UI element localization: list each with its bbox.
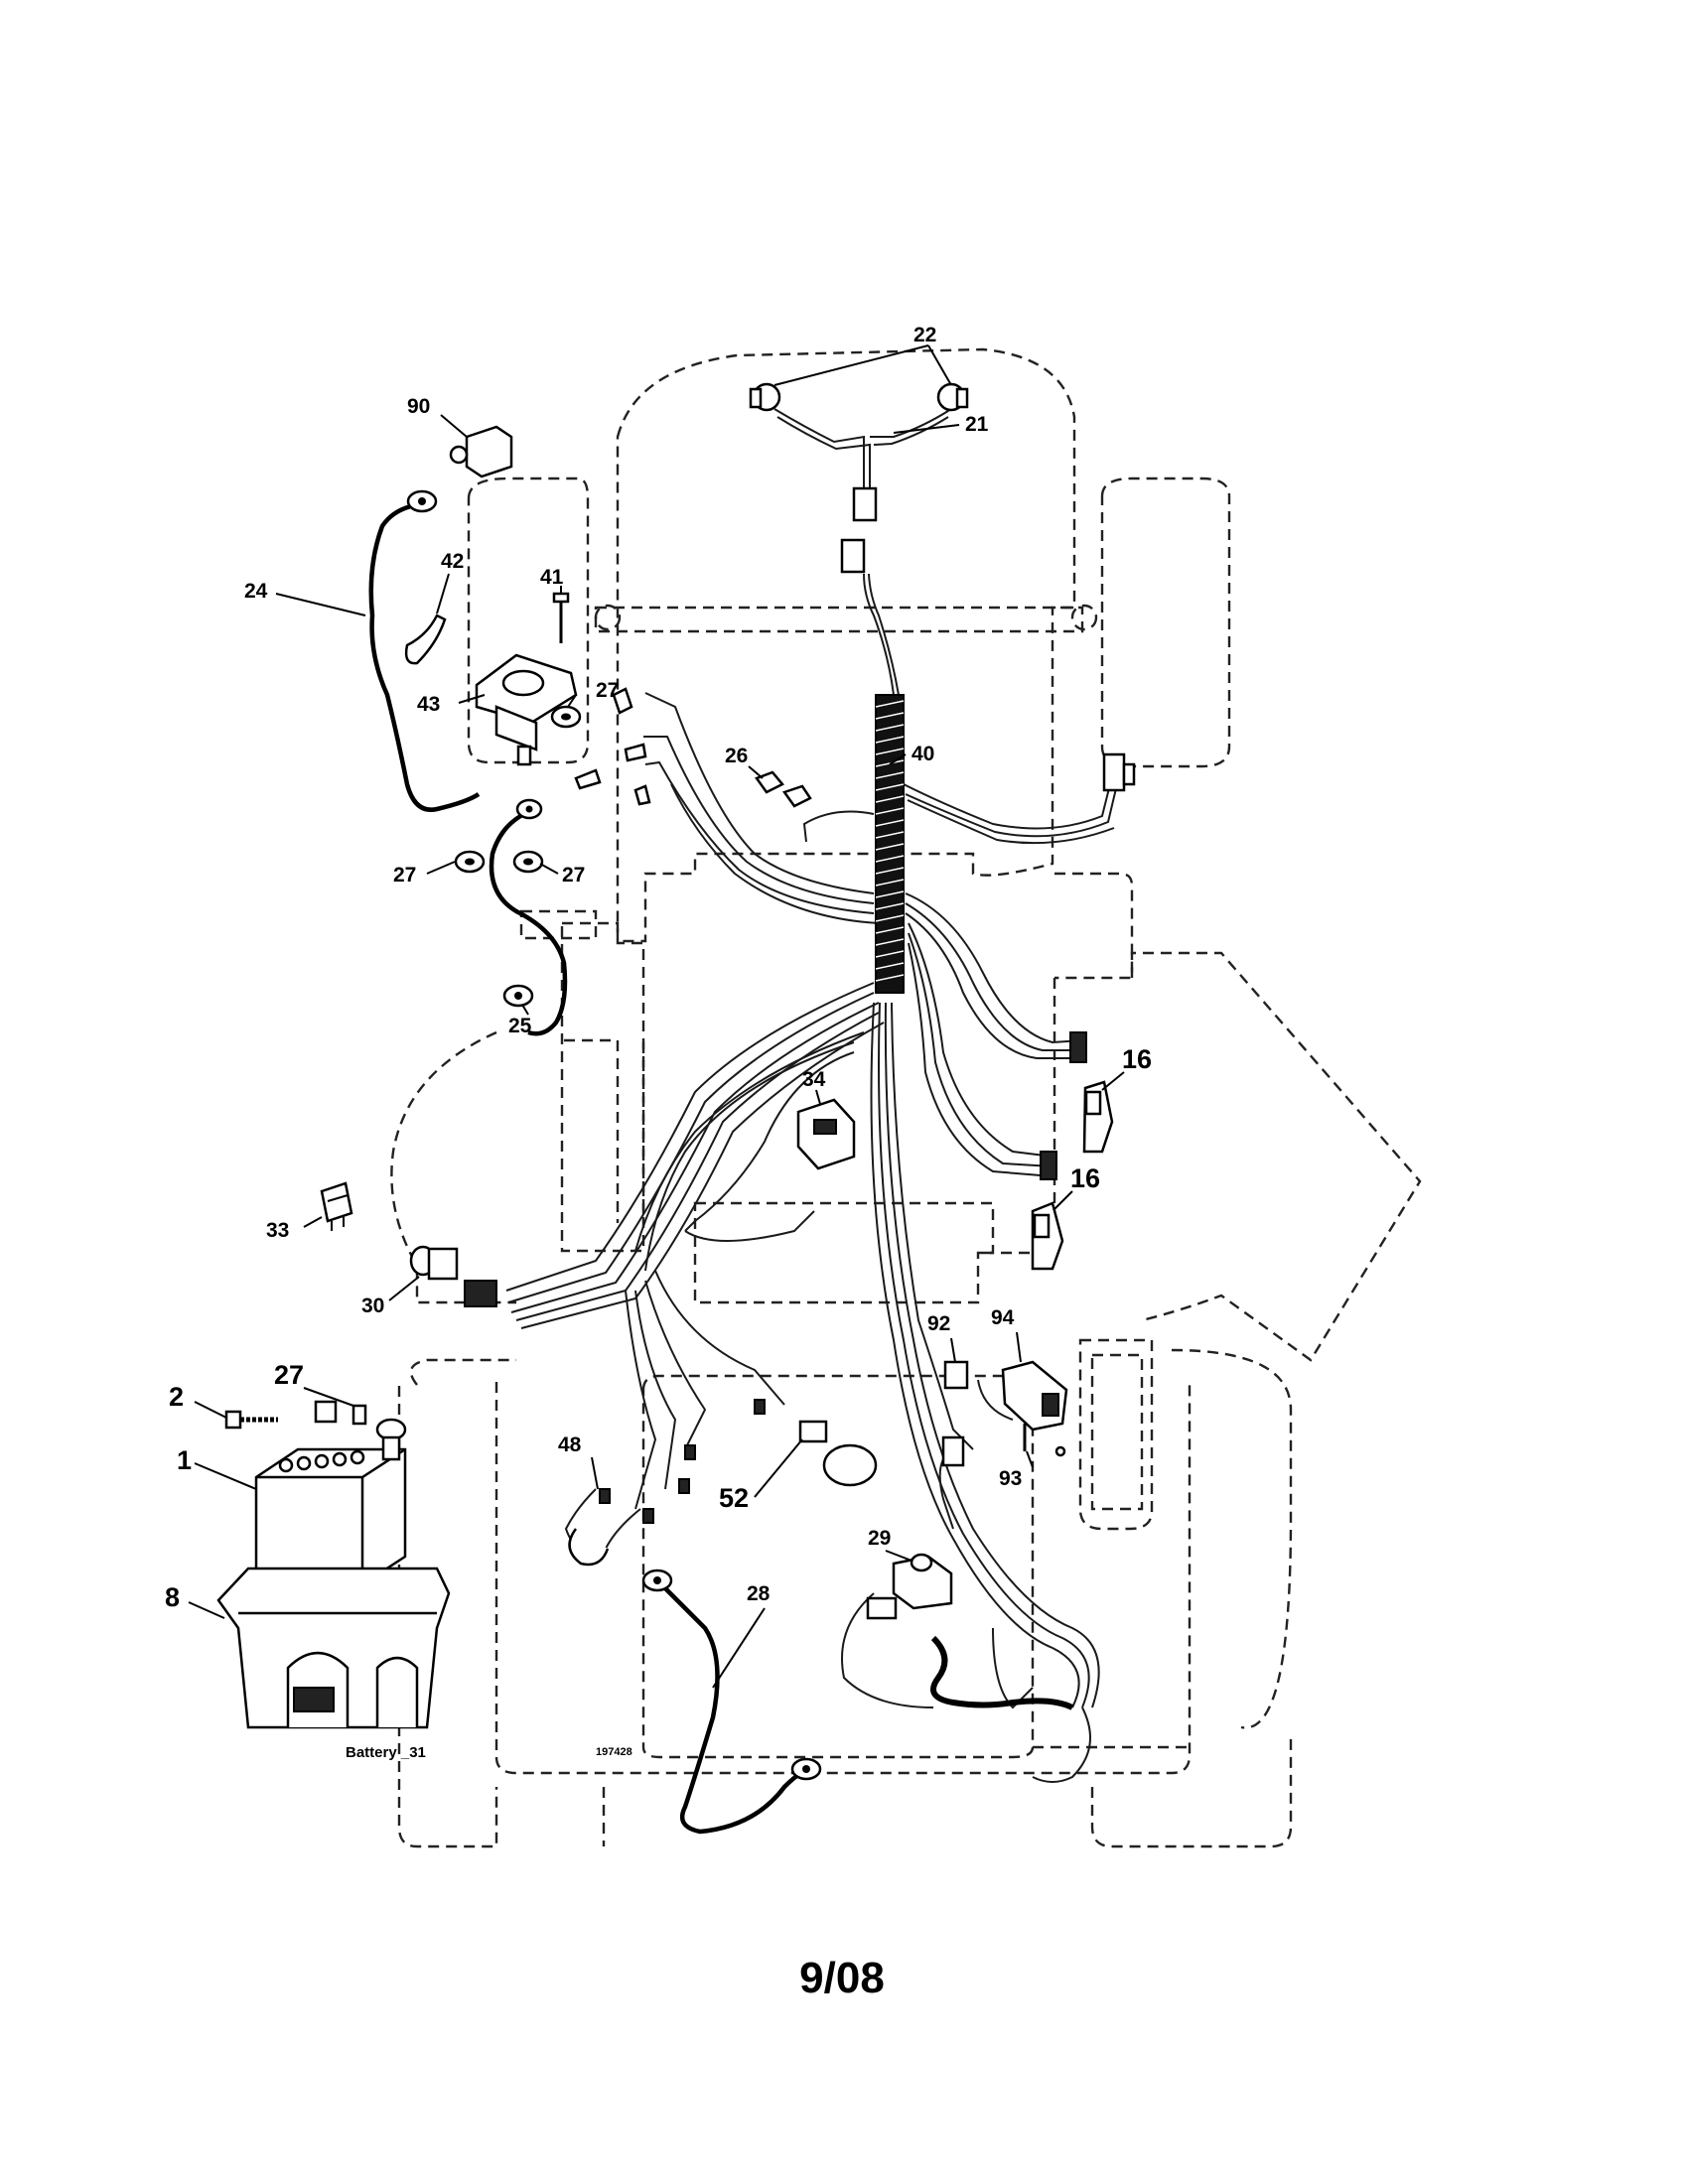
screw-93 bbox=[1023, 1424, 1066, 1457]
switches-16 bbox=[1031, 1080, 1114, 1271]
lamp-bulbs-48 bbox=[568, 1444, 696, 1567]
callout-30: 30 bbox=[361, 1295, 384, 1317]
callout-42: 42 bbox=[441, 550, 464, 573]
cable-24 bbox=[368, 489, 481, 812]
callout-90: 90 bbox=[407, 395, 430, 418]
nuts-27 bbox=[454, 705, 582, 874]
callout-28: 28 bbox=[747, 1582, 771, 1605]
callout-16-upper: 16 bbox=[1122, 1044, 1152, 1074]
coiled-harness-sleeve bbox=[875, 694, 905, 994]
module-29 bbox=[866, 1553, 1074, 1710]
cable-28 bbox=[641, 1569, 822, 1835]
date-code: 9/08 bbox=[799, 1954, 885, 2002]
callout-92: 92 bbox=[927, 1312, 950, 1335]
ignition-switch-30 bbox=[409, 1245, 497, 1307]
lamp-52 bbox=[754, 1399, 878, 1487]
callout-33: 33 bbox=[266, 1219, 289, 1242]
battery-caption: Battery _31 bbox=[346, 1744, 426, 1761]
harness-connectors-upper bbox=[574, 687, 651, 806]
callout-52: 52 bbox=[719, 1483, 749, 1513]
callout-48: 48 bbox=[558, 1433, 582, 1456]
callout-8: 8 bbox=[165, 1582, 180, 1612]
switch-34 bbox=[796, 1098, 856, 1170]
headlight-harness-connector bbox=[840, 486, 878, 574]
headlight-bulbs bbox=[749, 382, 969, 412]
fuse-33 bbox=[320, 1181, 353, 1231]
callout-1: 1 bbox=[177, 1445, 192, 1475]
callout-27-left: 27 bbox=[393, 864, 416, 887]
callout-43: 43 bbox=[417, 693, 440, 716]
callout-41: 41 bbox=[540, 566, 564, 589]
callout-16-lower: 16 bbox=[1070, 1163, 1100, 1193]
switch-94 bbox=[1001, 1360, 1068, 1432]
callout-2: 2 bbox=[169, 1382, 184, 1412]
plug-90 bbox=[449, 425, 513, 478]
callout-labels: 22 21 90 24 42 41 43 27 40 26 27 27 25 3… bbox=[165, 324, 1152, 1761]
callout-25: 25 bbox=[508, 1015, 532, 1037]
bolt-41 bbox=[552, 592, 570, 643]
callout-34: 34 bbox=[802, 1068, 826, 1091]
battery-hardware bbox=[224, 1400, 407, 1441]
drawing-number: 197428 bbox=[596, 1746, 632, 1758]
callout-24: 24 bbox=[244, 580, 268, 603]
callout-22: 22 bbox=[913, 324, 936, 346]
tractor-outline bbox=[390, 347, 1422, 1848]
callout-26: 26 bbox=[725, 745, 748, 767]
callout-93: 93 bbox=[999, 1467, 1022, 1490]
callout-27-upper: 27 bbox=[596, 679, 619, 702]
callout-29: 29 bbox=[868, 1527, 891, 1550]
harness-wires bbox=[505, 408, 1118, 1783]
connector-right-upper bbox=[1102, 752, 1136, 792]
connector-92 bbox=[941, 1360, 969, 1467]
callout-40: 40 bbox=[912, 743, 934, 765]
battery-1 bbox=[254, 1435, 407, 1586]
cable-25 bbox=[489, 798, 568, 1036]
connectors-mid-right bbox=[1040, 1031, 1087, 1180]
fuse-holders-26 bbox=[755, 770, 812, 808]
leader-lines bbox=[188, 344, 1125, 1689]
callout-27-battery: 27 bbox=[274, 1360, 304, 1390]
solenoid-43 bbox=[475, 653, 578, 766]
callout-21: 21 bbox=[965, 413, 989, 436]
terminal-boot-42 bbox=[404, 614, 447, 665]
callout-94: 94 bbox=[991, 1306, 1015, 1329]
callout-27-right: 27 bbox=[562, 864, 585, 887]
battery-tray-8 bbox=[216, 1567, 451, 1729]
